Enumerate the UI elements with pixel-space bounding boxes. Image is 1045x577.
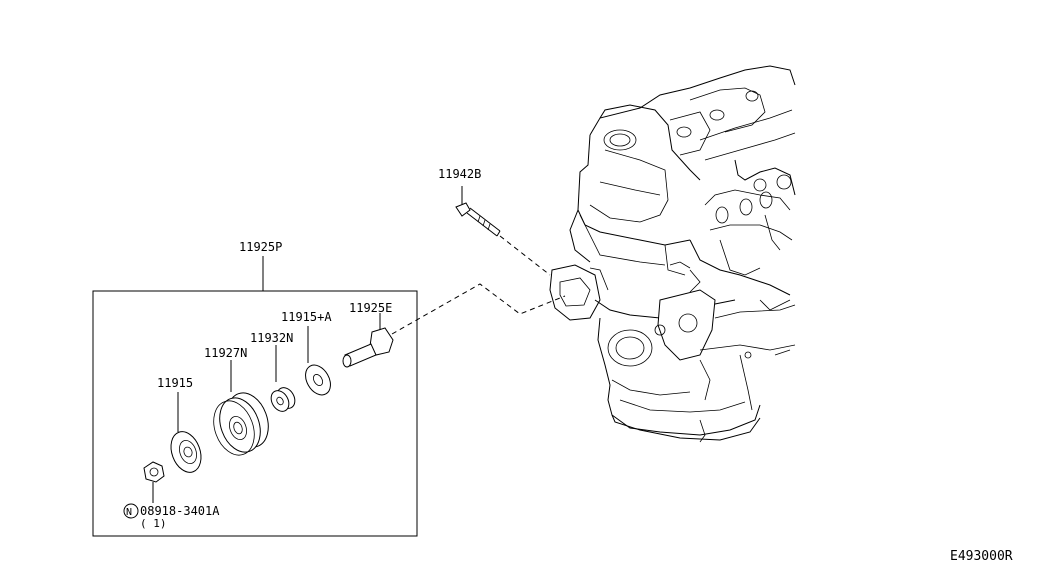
label-nut: 08918-3401A xyxy=(140,504,220,518)
label-assembly: 11925P xyxy=(239,240,282,254)
diagram-code: E493000R xyxy=(950,549,1013,564)
label-bolt: 11942B xyxy=(438,167,481,181)
bolt-11942b: 11942B xyxy=(438,167,551,276)
label-shaft: 11925E xyxy=(349,301,392,315)
label-pulley: 11927N xyxy=(204,346,247,360)
pulley-11927n: 11927N xyxy=(204,346,269,456)
label-nut-qty: ( 1) xyxy=(140,517,167,530)
nut-08918-3401a: N 08918-3401A ( 1) xyxy=(123,461,220,530)
shaft-11925e: 11925E xyxy=(342,301,394,368)
spacer-11932n: 11932N xyxy=(250,331,296,412)
label-plate: 11915 xyxy=(157,376,193,390)
n-circle-icon xyxy=(123,503,139,519)
plate-11915: 11915 xyxy=(157,376,202,473)
label-washer: 11915+A xyxy=(281,310,332,324)
assembly-box: 11925P xyxy=(92,240,566,537)
washer-11915a: 11915+A xyxy=(281,310,332,396)
engine-illustration xyxy=(549,65,796,443)
label-spacer: 11932N xyxy=(250,331,293,345)
label-nut-prefix: N xyxy=(126,507,132,518)
